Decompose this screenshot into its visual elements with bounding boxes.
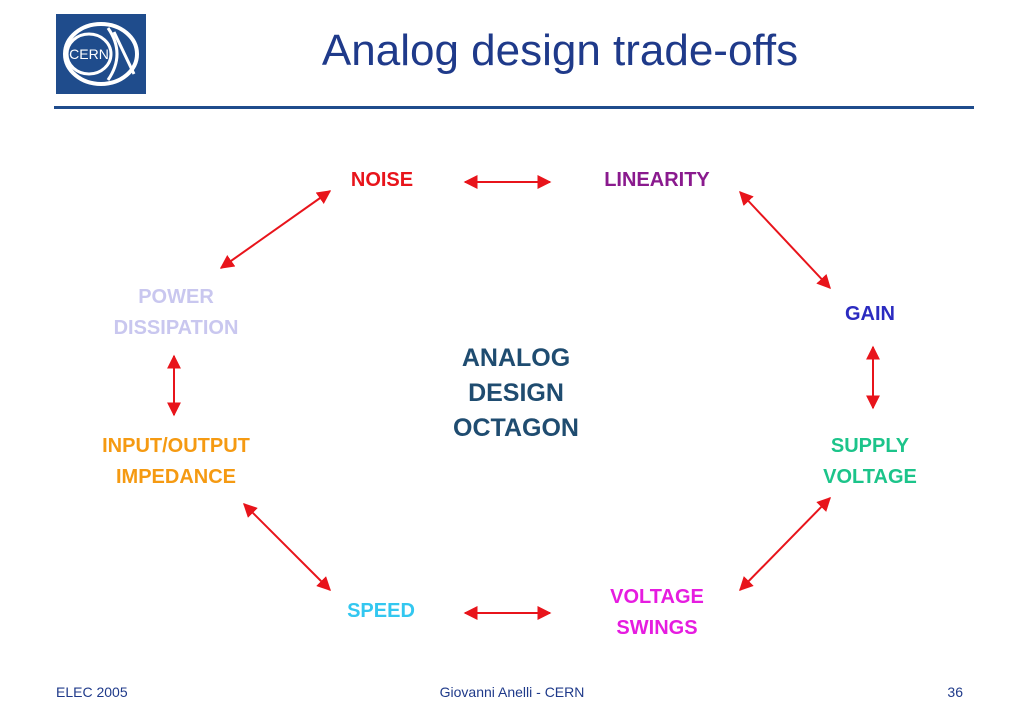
node-impedance-line-1: INPUT/OUTPUT [102,435,250,457]
svg-text:CERN: CERN [69,46,109,62]
page-title: Analog design trade-offs [321,26,799,75]
node-gain: GAIN [845,299,895,330]
center-line-3: OCTAGON [453,414,579,442]
node-voltage-swings-line-2: SWINGS [616,617,698,639]
node-power-line-1: POWER [138,286,214,308]
node-impedance-line-2: IMPEDANCE [115,466,236,488]
cern-logo: CERN [56,14,146,94]
node-noise-line-1: NOISE [350,169,414,191]
node-voltage-swings: VOLTAGE SWINGS [610,582,704,644]
diagram-center-label: ANALOG DESIGN OCTAGON [453,341,579,446]
arrow-linearity-gain [739,190,831,290]
node-speed-line-1: SPEED [347,600,415,622]
node-input-output-impedance: INPUT/OUTPUT IMPEDANCE [102,431,250,493]
title-divider [54,106,974,109]
node-voltage-swings-line-1: VOLTAGE [610,586,704,608]
node-speed: SPEED [347,596,415,627]
node-linearity: LINEARITY [604,165,710,196]
node-gain-line-1: GAIN [845,303,895,325]
center-line-2: DESIGN [468,379,564,407]
node-supply-voltage-line-1: SUPPLY [830,435,910,457]
arrow-supply-swings [739,496,831,592]
node-linearity-line-1: LINEARITY [604,169,710,191]
footer-left: ELEC 2005 [56,684,128,700]
center-line-1: ANALOG [461,344,571,372]
node-supply-voltage: SUPPLY VOLTAGE [823,431,917,493]
node-supply-voltage-line-2: VOLTAGE [823,466,917,488]
footer-center: Giovanni Anelli - CERN [439,684,585,700]
cern-logo-icon: CERN [56,14,146,94]
node-power-line-2: DISSIPATION [113,317,239,339]
arrow-speed-impedance [243,503,331,591]
node-power-dissipation: POWER DISSIPATION [114,282,239,344]
arrow-power-noise [219,190,332,269]
footer-page-number: 36 [947,684,963,700]
node-noise: NOISE [351,165,413,196]
